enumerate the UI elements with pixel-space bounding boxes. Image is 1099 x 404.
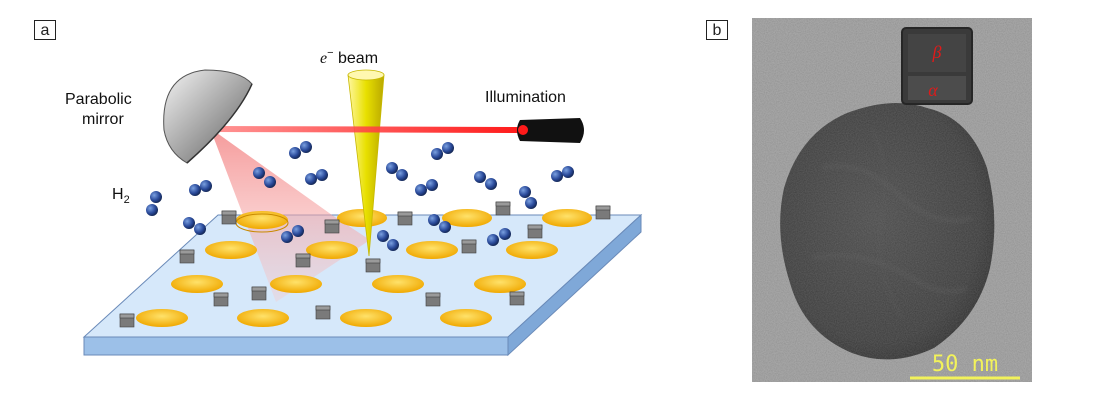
nanocube [495,201,511,216]
electron-beam-top [347,69,385,81]
nanocube [213,292,229,307]
parabolic-mirror [163,69,253,164]
hydrogen-molecules [146,141,574,251]
panel-label-a: a [34,20,56,40]
mirror-label-line1: Parabolic [65,91,132,108]
h2-molecule [183,217,206,235]
gold-disk [340,309,392,327]
nanocube [251,286,267,301]
nanocube [119,313,135,328]
gold-disk [171,275,223,293]
h2-molecule [253,167,276,188]
gold-disk [506,241,558,259]
h2-molecule [428,214,451,233]
h2-molecule [431,142,454,160]
h2-molecule [377,230,399,251]
laser-beam [210,126,523,133]
h2-label: H2 [112,186,130,206]
beta-phase-label: β [932,42,942,62]
h2-molecule [519,186,537,209]
nanocube [365,258,381,273]
h2-molecule [386,162,408,181]
mirror-label-line2: mirror [82,111,124,128]
nanocube [179,249,195,264]
gold-disk [306,241,358,259]
nanocube [509,291,525,306]
gold-disks [136,209,592,327]
tem-micrograph: β α 50 nm [752,18,1032,382]
nanocube [595,205,611,220]
gold-disk [337,209,387,227]
illumination-label: Illumination [485,89,566,106]
h2-molecule [551,166,574,182]
illumination-source [517,118,584,143]
alpha-phase-label: α [928,80,938,100]
gold-disk [270,275,322,293]
h2-molecule [146,191,162,216]
nanocube [295,253,311,268]
gold-disk [136,309,188,327]
nanocube [221,210,237,225]
gold-disk [474,275,526,293]
h2-molecule [189,180,212,196]
nanocube [527,224,543,239]
nanocube-particle [901,27,973,105]
nanocube [324,219,340,234]
h2-molecule [289,141,312,159]
gold-disk [372,275,424,293]
gold-disk [406,241,458,259]
scale-bar-label: 50 nm [932,352,998,377]
gold-disk [442,209,492,227]
electron-beam-label: e− beam [320,47,378,67]
nanocubes [119,201,611,328]
h2-molecule [474,171,497,190]
h2-molecule [487,228,511,246]
nanocube [461,239,477,254]
tem-image: β α 50 nm [752,18,1032,382]
h2-molecule [415,179,438,196]
gold-disk [237,309,289,327]
schematic-diagram: Parabolic mirror e− beam Illumination H2 [65,47,643,357]
gold-disk [205,241,257,259]
nanocube [397,211,413,226]
nanocube [315,305,331,320]
gold-disk [542,209,592,227]
gold-disk [440,309,492,327]
nanocube [425,292,441,307]
h2-molecule [305,169,328,185]
panel-label-b: b [706,20,728,40]
h2-molecule [281,225,304,243]
